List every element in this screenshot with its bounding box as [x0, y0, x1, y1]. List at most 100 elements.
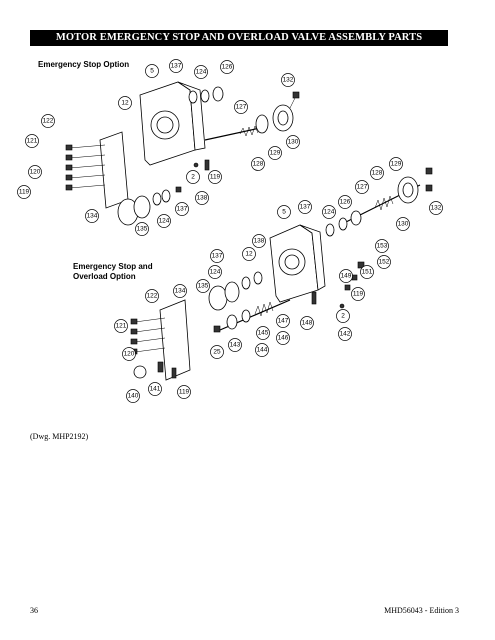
callout-149: 149: [339, 269, 353, 283]
upper-washer-137: [188, 90, 198, 104]
callout-120-b: 120: [122, 347, 136, 361]
callout-142: 142: [338, 327, 352, 341]
svg-text:2: 2: [341, 313, 345, 320]
upper-seal-126: [212, 86, 224, 102]
emergency-stop-option-label: Emergency Stop Option: [38, 60, 130, 69]
svg-text:126: 126: [222, 64, 233, 71]
svg-text:124: 124: [324, 209, 335, 216]
svg-text:153: 153: [377, 243, 388, 250]
svg-text:128: 128: [253, 161, 264, 168]
upper-knob-135: [133, 195, 151, 219]
callout-132-b: 132: [429, 201, 443, 215]
svg-text:25: 25: [213, 349, 221, 356]
svg-text:137: 137: [177, 206, 188, 213]
svg-text:151: 151: [362, 269, 373, 276]
callout-122-b: 122: [145, 289, 159, 303]
svg-text:12: 12: [245, 251, 253, 258]
callout-119-a: 119: [208, 170, 222, 184]
svg-text:130: 130: [398, 221, 409, 228]
svg-text:143: 143: [230, 342, 241, 349]
callout-126-b: 126: [338, 195, 352, 209]
callout-12-b: 12: [242, 247, 256, 261]
svg-text:122: 122: [147, 293, 158, 300]
svg-text:119: 119: [19, 189, 30, 196]
svg-text:144: 144: [257, 347, 268, 354]
callout-153: 153: [375, 239, 389, 253]
callout-25: 25: [210, 345, 224, 359]
svg-text:119: 119: [353, 291, 364, 298]
svg-text:129: 129: [270, 150, 281, 157]
upper-housing-side: [177, 81, 206, 151]
callout-152: 152: [377, 255, 391, 269]
callout-137-a: 137: [169, 59, 183, 73]
svg-text:145: 145: [258, 330, 269, 337]
callout-121-a: 121: [25, 134, 39, 148]
svg-text:122: 122: [43, 118, 54, 125]
callout-124-a: 124: [194, 65, 208, 79]
upper-ring-129: [255, 114, 269, 134]
callout-129-a: 129: [268, 146, 282, 160]
callout-126-a: 126: [220, 60, 234, 74]
upper-assembly: [65, 81, 300, 226]
callout-137-d: 137: [210, 249, 224, 263]
lower-assembly: [130, 224, 365, 381]
svg-text:127: 127: [236, 104, 247, 111]
svg-text:124: 124: [210, 269, 221, 276]
callout-124-c: 124: [322, 205, 336, 219]
page-title: MOTOR EMERGENCY STOP AND OVERLOAD VALVE …: [30, 30, 448, 59]
callout-127-a: 127: [234, 100, 248, 114]
svg-text:120: 120: [30, 169, 41, 176]
page-number: 36: [30, 606, 38, 615]
lower-plate-bolts: [130, 317, 166, 355]
callout-134-a: 134: [85, 209, 99, 223]
callout-145: 145: [256, 326, 270, 340]
svg-text:120: 120: [124, 351, 135, 358]
svg-text:130: 130: [288, 139, 299, 146]
callout-128-a: 128: [251, 157, 265, 171]
svg-text:128: 128: [372, 170, 383, 177]
callout-119-d: 119: [177, 385, 191, 399]
svg-text:121: 121: [116, 323, 127, 330]
upper-washer-137b: [161, 189, 171, 203]
svg-text:129: 129: [391, 161, 402, 168]
svg-text:5: 5: [150, 68, 154, 75]
callout-148: 148: [300, 316, 314, 330]
callout-137-b: 137: [175, 202, 189, 216]
callout-141: 141: [148, 382, 162, 396]
callout-122-a: 122: [41, 114, 55, 128]
svg-text:149: 149: [341, 273, 352, 280]
upper-washer-124: [200, 89, 210, 103]
svg-text:134: 134: [87, 213, 98, 220]
callout-138-a: 138: [195, 191, 209, 205]
right-valve-group: [325, 167, 433, 237]
upper-screw-138: [175, 186, 182, 193]
callout-130-a: 130: [286, 135, 300, 149]
callout-135-b: 135: [196, 279, 210, 293]
svg-text:137: 137: [300, 204, 311, 211]
callout-143: 143: [228, 338, 242, 352]
callout-128-b: 128: [370, 166, 384, 180]
callout-119-b: 119: [17, 185, 31, 199]
svg-text:124: 124: [196, 69, 207, 76]
callout-144: 144: [255, 343, 269, 357]
svg-text:127: 127: [357, 184, 368, 191]
callout-134-b: 134: [173, 284, 187, 298]
upper-pin-2: [193, 162, 199, 168]
callout-129-b: 129: [389, 157, 403, 171]
svg-text:148: 148: [302, 320, 313, 327]
callout-124-b: 124: [157, 214, 171, 228]
callout-151: 151: [360, 265, 374, 279]
callout-127-b: 127: [355, 180, 369, 194]
upper-plate-bolts: [65, 144, 106, 191]
callout-5-a: 5: [145, 64, 159, 78]
callout-2-a: 2: [186, 170, 200, 184]
callout-119-c: 119: [351, 287, 365, 301]
upper-spring: [239, 125, 259, 137]
upper-washer-124b: [152, 192, 162, 206]
svg-text:132: 132: [283, 77, 294, 84]
callout-2-b: 2: [336, 309, 350, 323]
svg-text:135: 135: [137, 226, 148, 233]
svg-text:152: 152: [379, 259, 390, 266]
svg-text:5: 5: [282, 209, 286, 216]
svg-text:137: 137: [171, 63, 182, 70]
